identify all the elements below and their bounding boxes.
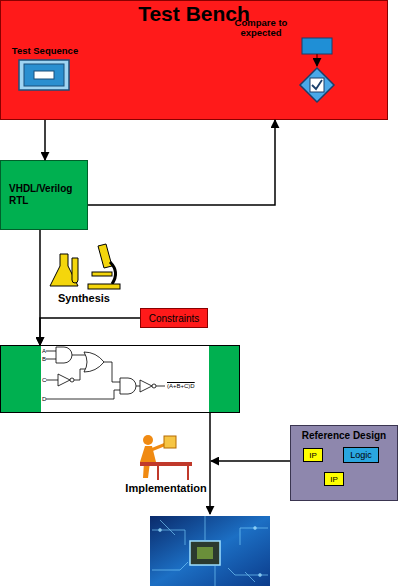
microscope-tube xyxy=(98,244,112,268)
worker-body xyxy=(140,446,156,478)
node-text: Reference Design xyxy=(291,426,397,441)
node-text: C xyxy=(42,377,46,383)
step-label: Implementation xyxy=(118,482,214,494)
icon-label: Compare to expected xyxy=(234,18,288,39)
microscope-stage xyxy=(92,272,112,276)
flask-icon xyxy=(50,254,78,286)
icon-label: Test Sequence xyxy=(8,46,82,56)
circuit-traces xyxy=(152,516,268,586)
flow-arrow xyxy=(39,230,41,345)
test-bench-box: Test Bench xyxy=(0,0,388,120)
node-text: D xyxy=(42,396,46,402)
node-text: B xyxy=(42,356,46,362)
node-text: IP xyxy=(330,475,338,484)
chip-package xyxy=(190,541,220,565)
chip-die xyxy=(197,547,213,559)
worker-box xyxy=(164,436,176,448)
node-text: Constraints xyxy=(149,313,200,324)
node-text: Logic xyxy=(350,450,372,460)
flow-arrow xyxy=(40,318,140,345)
netlist-box: AB C D (A+B+C)D xyxy=(0,345,240,413)
constraints-box: Constraints xyxy=(140,308,208,328)
circuit-trace xyxy=(152,516,268,586)
reference-design-box: Reference DesignIPLogicIP xyxy=(290,425,398,501)
logic-block: Logic xyxy=(343,447,379,463)
circuit-board-image xyxy=(150,516,270,586)
test-tube-icon xyxy=(72,258,78,283)
workbench-top xyxy=(140,462,192,466)
circuit-pad xyxy=(254,527,257,530)
step-label: Synthesis xyxy=(44,292,124,304)
worker-arm xyxy=(151,444,166,450)
node-text: A xyxy=(42,348,46,354)
ip-block: IP xyxy=(324,472,344,486)
circuit-pad xyxy=(259,574,262,577)
microscope-base xyxy=(88,284,120,289)
ip-block: IP xyxy=(303,448,323,462)
flow-arrow xyxy=(88,120,275,205)
node-text: Test Bench xyxy=(1,1,387,26)
node-text: (A+B+C)D xyxy=(167,383,195,389)
reference-arrow xyxy=(211,460,290,462)
node-text: IP xyxy=(309,451,317,460)
workbench-leg xyxy=(158,466,188,480)
circuit-pad xyxy=(159,529,162,532)
rtl-box: VHDL/Verilog RTL xyxy=(0,160,88,230)
worker-head xyxy=(143,435,153,445)
implementation-arrow xyxy=(209,413,211,514)
node-text: VHDL/Verilog RTL xyxy=(9,183,79,207)
microscope-arm xyxy=(110,262,116,284)
flow-arrow xyxy=(44,120,46,160)
